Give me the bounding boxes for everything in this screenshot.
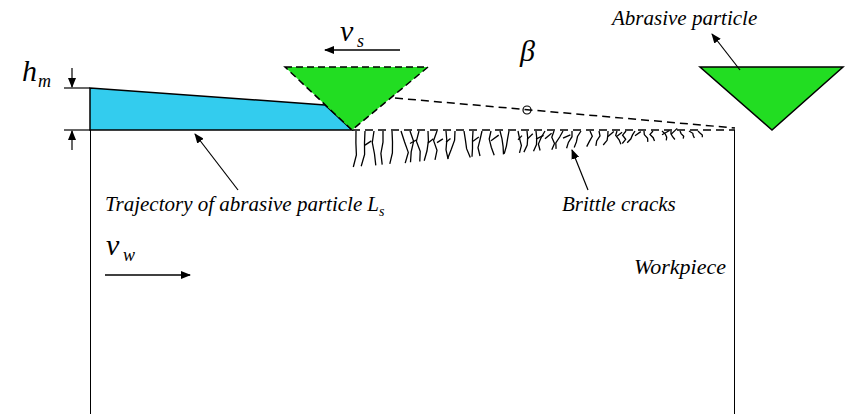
crack-stroke	[518, 131, 521, 153]
trajectory-symbol: L	[367, 194, 379, 215]
abrasive-particle	[285, 67, 428, 130]
dimension-symbol: h	[22, 56, 37, 86]
crack-stroke	[524, 131, 528, 152]
crack-stroke	[489, 131, 494, 155]
crack-stroke	[680, 131, 684, 139]
dimension-tick	[64, 87, 90, 88]
crack-stroke	[390, 131, 393, 164]
crack-stroke	[574, 131, 581, 147]
chip	[90, 88, 352, 130]
crack-stroke	[644, 131, 648, 142]
dimension-arrow	[71, 68, 72, 87]
crack-stroke	[603, 131, 608, 145]
crack-stroke	[464, 131, 470, 158]
crack-stroke	[410, 131, 414, 162]
crack-stroke	[689, 131, 694, 138]
crack-stroke	[518, 136, 522, 140]
trajectory-label: Trajectory of abrasive particle	[105, 194, 362, 215]
crack-stroke	[446, 131, 448, 159]
crack-stroke	[361, 131, 365, 166]
dimension-arrow	[71, 131, 72, 150]
dimension-subscript: m	[38, 72, 51, 90]
crack-stroke	[650, 131, 655, 141]
crack-stroke	[491, 135, 499, 141]
crack-stroke	[622, 131, 626, 144]
crack-stroke	[556, 131, 563, 149]
velocity-subscript: w	[123, 246, 135, 264]
crack-stroke	[617, 132, 622, 136]
crack-stroke	[538, 131, 545, 151]
leader-line	[572, 150, 588, 190]
part-label: Abrasive particle	[612, 8, 757, 29]
dimension-tick	[64, 129, 90, 130]
leader-line	[195, 134, 238, 190]
crack-stroke	[504, 131, 509, 154]
crack-stroke	[500, 131, 504, 154]
angle-mark	[523, 106, 531, 114]
crack-stroke	[563, 135, 570, 138]
crack-stroke	[372, 131, 376, 165]
leader-line	[712, 34, 740, 70]
crack-stroke	[478, 131, 482, 156]
crack-stroke	[437, 139, 443, 143]
crack-stroke	[446, 139, 451, 143]
crack-stroke	[434, 131, 437, 160]
workpiece-label: Workpiece	[634, 256, 726, 278]
crack-stroke	[534, 131, 537, 151]
crack-stroke	[428, 139, 433, 143]
crack-stroke	[472, 131, 473, 157]
crack-stroke	[587, 131, 593, 147]
crack-stroke	[698, 131, 702, 137]
crack-stroke	[552, 131, 555, 150]
trajectory-subscript: s	[379, 205, 384, 219]
crack-stroke	[545, 133, 552, 139]
crack-stroke	[527, 134, 533, 140]
velocity-symbol: v	[340, 16, 353, 46]
angle-symbol: β	[520, 36, 535, 66]
crack-stroke	[635, 132, 641, 136]
crack-stroke	[410, 140, 417, 144]
crack-stroke	[473, 137, 479, 141]
crack-stroke	[662, 131, 670, 135]
velocity-symbol: v	[106, 230, 119, 260]
workpiece: Workpiece	[90, 130, 735, 414]
crack-stroke	[596, 131, 600, 146]
crack-stroke	[416, 131, 420, 162]
crack-stroke	[401, 131, 408, 163]
brittle-cracks	[353, 128, 702, 167]
crack-label: Brittle cracks	[562, 194, 676, 215]
crack-stroke	[448, 131, 455, 158]
crack-stroke	[424, 131, 428, 161]
velocity-subscript: s	[357, 32, 364, 50]
velocity-arrow	[105, 274, 190, 276]
crack-stroke	[567, 131, 572, 148]
abrasive-particle	[700, 67, 843, 130]
trajectory-line	[395, 98, 735, 128]
crack-stroke	[353, 131, 356, 167]
crack-stroke	[365, 141, 371, 145]
crack-stroke	[381, 131, 383, 165]
crack-stroke	[627, 131, 635, 143]
crack-stroke	[608, 131, 614, 136]
